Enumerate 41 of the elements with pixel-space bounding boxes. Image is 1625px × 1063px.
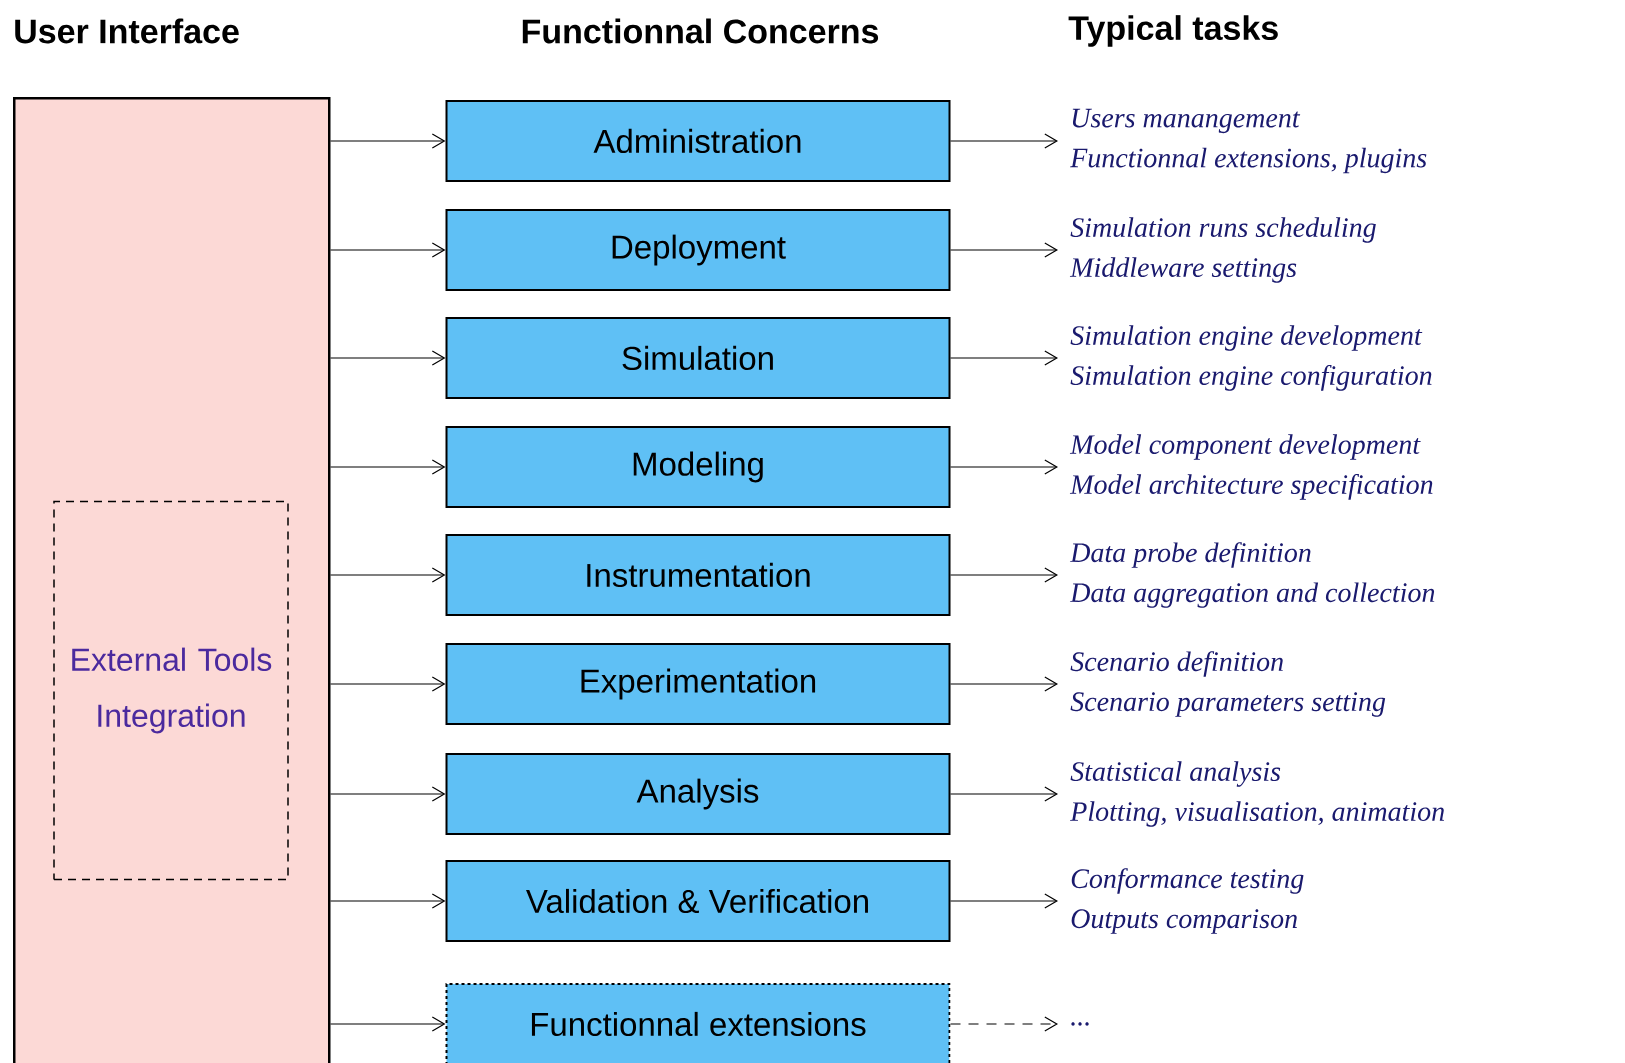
arrow: [949, 567, 1058, 583]
arrow: [949, 459, 1058, 475]
arrow: [329, 242, 446, 258]
arrow: [329, 567, 446, 583]
arrow: [949, 133, 1058, 149]
arrow: [949, 893, 1058, 909]
arrow: [949, 1016, 1058, 1032]
task-text: Simulation runs scheduling Middleware settings: [1069, 217, 1376, 283]
column-heading: Functionnal Concerns: [522, 18, 879, 44]
arrow: [949, 242, 1058, 258]
concern-box: Simulation: [445, 317, 951, 399]
task-text: Model component development Model architecture specification: [1069, 434, 1433, 500]
arrow: [329, 893, 446, 909]
task-text: Scenario definition Scenario parameters setting: [1070, 651, 1386, 717]
concern-box: Functionnal extensions: [445, 983, 951, 1063]
arrow: [329, 1016, 446, 1032]
arrow: [329, 133, 446, 149]
column-heading: User Interface: [15, 18, 239, 44]
arrow: [329, 676, 446, 692]
dashed-box: External Tools Integration: [53, 500, 289, 881]
arrow: [949, 786, 1058, 802]
task-text: Statistical analysis Plotting, visualisation, animation: [1070, 761, 1444, 827]
concern-box: Administration: [445, 100, 951, 182]
column-heading: Typical tasks: [1068, 15, 1278, 47]
concern-box: Modeling: [445, 426, 951, 508]
task-text: Simulation engine development Simulation engine configuration: [1070, 325, 1432, 391]
task-text: Conformance testing Outputs comparison: [1071, 868, 1304, 934]
concern-box: Validation & Verification: [445, 860, 951, 942]
task-text: Data probe definition Data aggregation and collection: [1069, 542, 1435, 608]
task-text: ...: [1071, 1022, 1089, 1026]
concern-box: Experimentation: [445, 643, 951, 725]
arrow: [329, 350, 446, 366]
interface-panel: [13, 97, 331, 1063]
arrow: [329, 459, 446, 475]
task-text: Users manangement Functionnal extensions, plugins: [1070, 108, 1427, 174]
concern-box: Analysis: [445, 753, 951, 835]
arrow: [329, 786, 446, 802]
concern-box: Deployment: [445, 209, 951, 291]
arrow: [949, 676, 1058, 692]
concern-box: Instrumentation: [445, 534, 951, 616]
arrow: [949, 350, 1058, 366]
